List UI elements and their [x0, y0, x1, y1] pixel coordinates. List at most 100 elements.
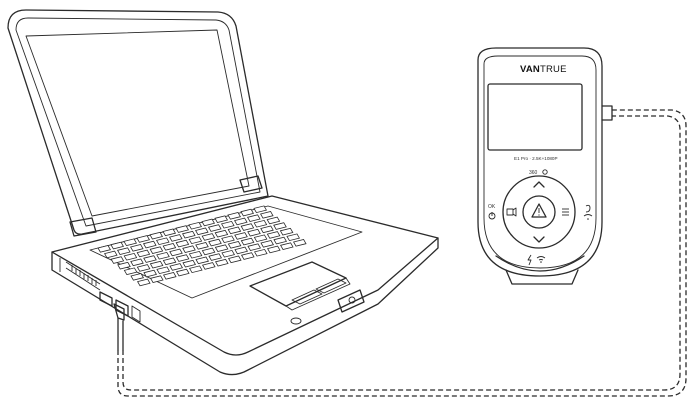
down-arrow-icon[interactable]	[534, 237, 544, 242]
keyboard-key	[170, 249, 182, 256]
dashcam: VANTRUE E1 Pro · 2.5K+1080P 360	[478, 48, 612, 284]
keyboard-key	[216, 259, 228, 266]
keyboard-key	[183, 260, 195, 267]
keyboard-key	[176, 240, 188, 247]
usb-port	[100, 292, 112, 306]
keyboard-key	[242, 253, 254, 260]
keyboard-key	[209, 239, 221, 246]
keyboard-key	[118, 248, 130, 255]
keyboard-key	[144, 256, 156, 263]
keyboard-key	[222, 250, 234, 257]
keyboard-key	[163, 244, 175, 251]
keyboard-key	[248, 244, 260, 251]
camera-switch-icon	[543, 170, 547, 174]
back-icon	[586, 205, 590, 212]
keyboard-key	[267, 232, 279, 239]
keyboard-key	[222, 221, 234, 228]
keyboard-key	[183, 231, 195, 238]
keyboard-key	[131, 259, 143, 266]
laptop	[8, 10, 438, 375]
keyboard-key	[111, 257, 123, 264]
top-icon-label: 360	[529, 170, 538, 176]
keyboard-key	[170, 264, 182, 271]
up-arrow-icon[interactable]	[534, 182, 544, 187]
keyboard-key	[196, 257, 208, 264]
record-icon[interactable]	[507, 208, 516, 216]
wifi-side-icon	[584, 215, 592, 220]
keyboard-key	[228, 213, 240, 220]
keyboard-key	[98, 246, 110, 253]
keyboard-key	[137, 265, 149, 272]
keyboard-key	[254, 235, 266, 242]
keyboard-key	[189, 237, 201, 244]
keyboard-key	[138, 279, 150, 286]
menu-icon[interactable]	[562, 209, 569, 215]
keyboard-key	[241, 209, 253, 216]
keyboard-key	[229, 256, 241, 263]
wifi-icon	[537, 257, 545, 263]
keyboard-key	[131, 274, 143, 281]
keyboard-key	[190, 266, 202, 273]
dashcam-usb-port	[602, 106, 612, 120]
keyboard-key	[124, 253, 136, 260]
keyboard-key	[176, 226, 188, 233]
keyboard-key	[196, 228, 208, 235]
keyboard-key	[131, 245, 143, 252]
keyboard-key	[189, 251, 201, 258]
keyboard-key	[177, 269, 189, 276]
keyboard-key	[294, 240, 306, 247]
keyboard-key	[235, 247, 247, 254]
keyboard-key	[248, 229, 260, 236]
keyboard-key	[137, 250, 149, 257]
lightning-icon	[528, 255, 531, 265]
ok-label: OK	[488, 204, 496, 210]
keyboard-key	[203, 263, 215, 270]
dashcam-screen	[488, 84, 582, 150]
keyboard-key	[268, 246, 280, 253]
keyboard-key	[261, 241, 273, 248]
brand-logo: VANTRUE	[520, 64, 567, 75]
keyboard-key	[255, 249, 267, 256]
keyboard-key	[228, 227, 240, 234]
keyboard-key	[150, 232, 162, 239]
keyboard-key	[196, 243, 208, 250]
keyboard-key	[111, 242, 123, 249]
keyboard-key	[176, 255, 188, 262]
keyboard-key	[261, 212, 273, 219]
keyboard-key	[137, 236, 149, 243]
keyboard-key	[241, 238, 253, 245]
keyboard-key	[241, 224, 253, 231]
keyboard-key	[105, 251, 117, 258]
dashed-cable	[118, 110, 686, 396]
keyboard-key	[209, 225, 221, 232]
keyboard-key	[209, 254, 221, 261]
keyboard-key	[235, 233, 247, 240]
keyboard-key	[124, 239, 136, 246]
keyboard-key	[163, 229, 175, 236]
keyboard-key	[267, 217, 279, 224]
keyboard-key	[189, 222, 201, 229]
keyboard-key	[202, 219, 214, 226]
keyboard-key	[228, 242, 240, 249]
keyboard-key	[144, 241, 156, 248]
model-label: E1 Pro · 2.5K+1080P	[514, 156, 558, 161]
keyboard-key	[274, 223, 286, 230]
keyboard-key	[254, 206, 266, 213]
keyboard-key	[215, 245, 227, 252]
keyboard-key	[124, 268, 136, 275]
keyboard-key	[261, 226, 273, 233]
keyboard-key	[248, 215, 260, 222]
keyboard-key	[287, 234, 299, 241]
keyboard-key	[150, 261, 162, 268]
keyboard-key	[144, 270, 156, 277]
keyboard-key	[254, 220, 266, 227]
keyboard-key	[235, 218, 247, 225]
keyboard-key	[202, 234, 214, 241]
laptop-lid	[8, 10, 268, 234]
keyboard-key	[164, 273, 176, 280]
keyboard-key	[215, 230, 227, 237]
keyboard-key	[281, 243, 293, 250]
touchpad	[250, 262, 346, 306]
keyboard-key	[274, 237, 286, 244]
